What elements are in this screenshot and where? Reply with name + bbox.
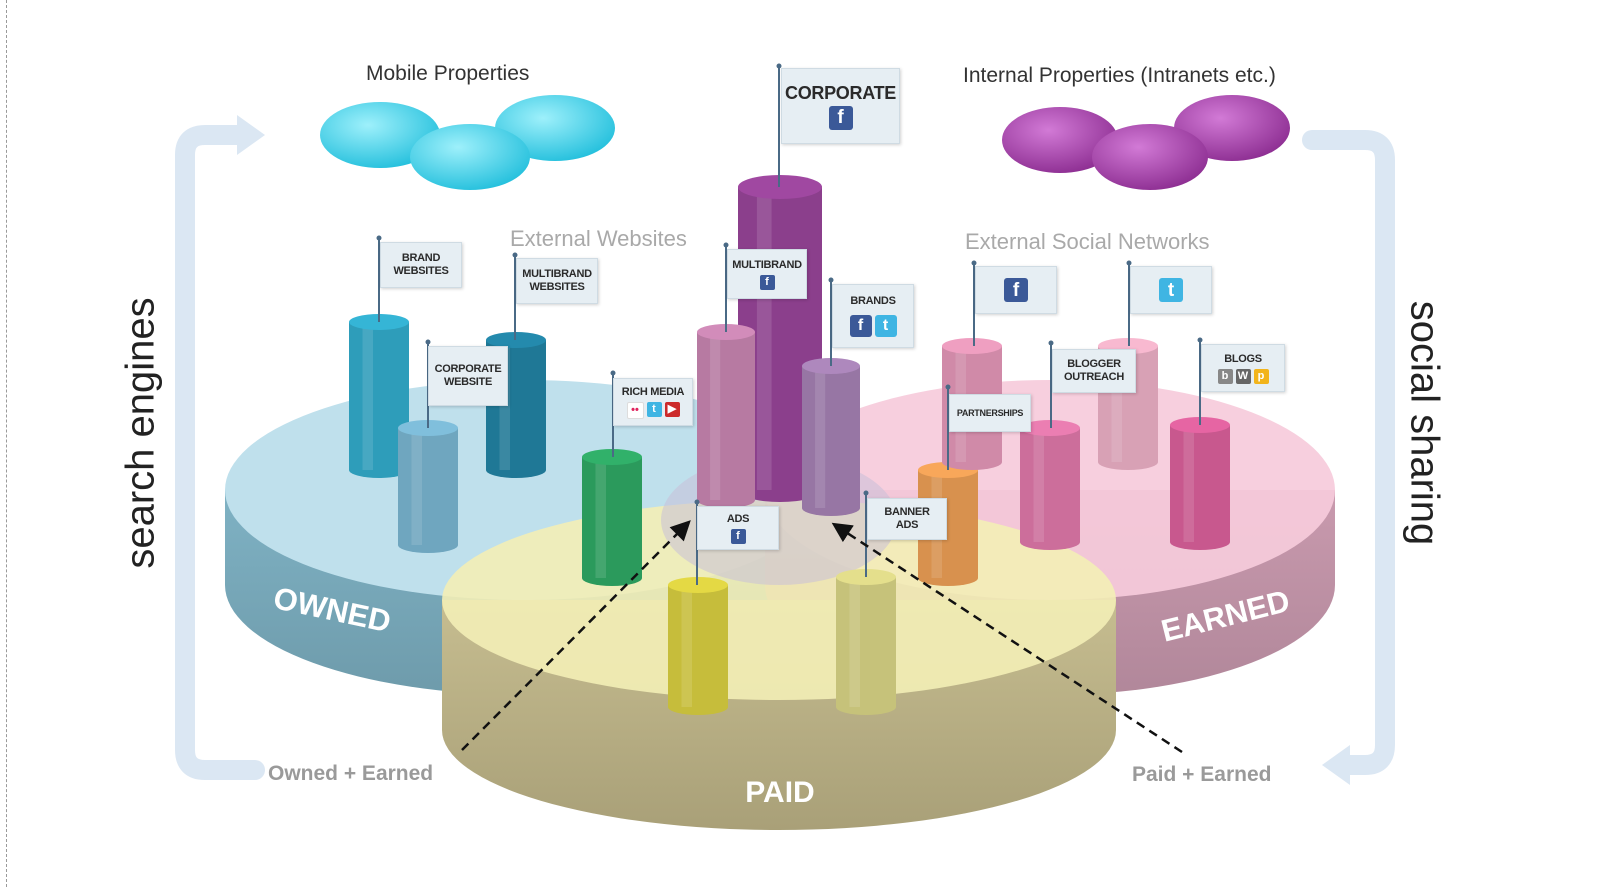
pole-brand-websites-tip [376,235,382,241]
banner-ads-line1: BANNER [884,506,930,518]
cylinder-blogs [1170,417,1230,550]
wordpress-icon: W [1235,368,1251,384]
blogger-outreach-flag: BLOGGER OUTREACH [1052,349,1136,393]
pole-ads-tip [694,499,700,505]
search-engines-bracket-arrow [175,115,265,780]
pole-banner-ads-tip [863,490,869,496]
cylinder-banner-ads [836,569,896,715]
corporate-website-line2: WEBSITE [443,376,492,388]
facebook-icon: f [759,274,775,290]
cylinder-brands [802,358,860,516]
cylinder-blogger-outreach [1020,420,1080,550]
twitter-icon: t [1159,278,1183,302]
owned-earned-arrow [461,520,691,751]
facebook-icon: f [849,315,872,337]
social-twitter-flag: t [1130,266,1212,314]
pole-multibrand-websites-tip [512,252,518,258]
twitter-icon: t [646,401,662,417]
cylinder-brand-websites [349,314,409,478]
multibrand-label: MULTIBRAND [732,258,802,271]
brands-label: BRANDS [850,295,896,307]
multibrand-websites-line1: MULTIBRAND [522,268,592,280]
pole-brands-tip [828,277,834,283]
mobile-properties-title: Mobile Properties [366,62,530,85]
pole-corporate-tip [776,63,782,69]
search-engines-label: search engines [118,297,163,569]
multibrand-websites-flag: MULTIBRAND WEBSITES [516,258,598,304]
blogger-outreach-line2: OUTREACH [1064,371,1124,383]
rich-media-label: RICH MEDIA [621,385,685,398]
external-social-networks-title: External Social Networks [965,229,1210,254]
facebook-icon: f [828,105,853,130]
owned-earned-label: Owned + Earned [268,762,434,785]
cylinder-rich-media [582,449,642,586]
pole-social-twitter-tip [1126,260,1132,266]
corporate-flag: CORPORATE f [781,68,900,144]
external-websites-title: External Websites [510,226,687,251]
brands-flag: BRANDS f t [832,284,914,348]
flickr-icon: •• [626,401,644,419]
cylinder-corporate-website [398,420,458,553]
pole-blogger-outreach-tip [1048,340,1054,346]
pole-partnerships-tip [945,384,951,390]
brand-websites-flag: BRAND WEBSITES [380,242,462,288]
flag-poles [376,63,1203,585]
banner-ads-line2: ADS [895,519,919,531]
mobile-properties-discs [320,95,615,190]
internal-properties-title: Internal Properties (Intranets etc.) [963,64,1276,87]
multibrand-websites-line2: WEBSITES [529,281,585,293]
facebook-icon: f [730,528,746,544]
social-sharing-label: social sharing [1402,300,1447,546]
internal-properties-discs [1002,95,1290,190]
social-facebook-flag: f [975,266,1057,314]
partnerships-flag: PARTNERSHIPS [949,394,1031,432]
pole-social-facebook-tip [971,260,977,266]
partnerships-label: PARTNERSHIPS [956,407,1024,418]
corporate-flag-label: CORPORATE [785,82,896,103]
social-sharing-bracket-arrow [1302,130,1395,785]
cylinder-ads [668,577,728,715]
twitter-icon: t [874,315,897,337]
pole-corporate-website-tip [425,339,431,345]
paid-label: PAID [745,776,814,809]
blogger-icon: b [1217,368,1233,384]
ads-label: ADS [726,512,750,525]
ads-flag: ADS f [697,506,779,550]
pole-blogs-tip [1197,337,1203,343]
multibrand-flag: MULTIBRAND f [727,249,807,299]
brand-websites-line2: WEBSITES [393,265,449,277]
corporate-website-flag: CORPORATE WEBSITE [428,346,508,406]
corporate-website-line1: CORPORATE [434,363,502,375]
paid-earned-arrow [831,522,1183,754]
paid-earned-label: Paid + Earned [1132,763,1272,786]
youtube-icon: ▶ [664,401,680,417]
rich-media-flag: RICH MEDIA •• t ▶ [613,378,693,426]
banner-ads-flag: BANNER ADS [867,498,947,540]
brand-websites-line1: BRAND [401,252,441,264]
cylinder-multibrand [697,324,755,508]
pole-rich-media-tip [610,370,616,376]
blogs-flag: BLOGS b W p [1201,344,1285,392]
blogger-outreach-line1: BLOGGER [1067,358,1121,370]
pole-multibrand-tip [723,242,729,248]
blogs-label: BLOGS [1224,352,1262,365]
other-blog-icon: p [1253,368,1269,384]
left-dashed-border [6,0,7,887]
facebook-icon: f [1004,278,1028,302]
